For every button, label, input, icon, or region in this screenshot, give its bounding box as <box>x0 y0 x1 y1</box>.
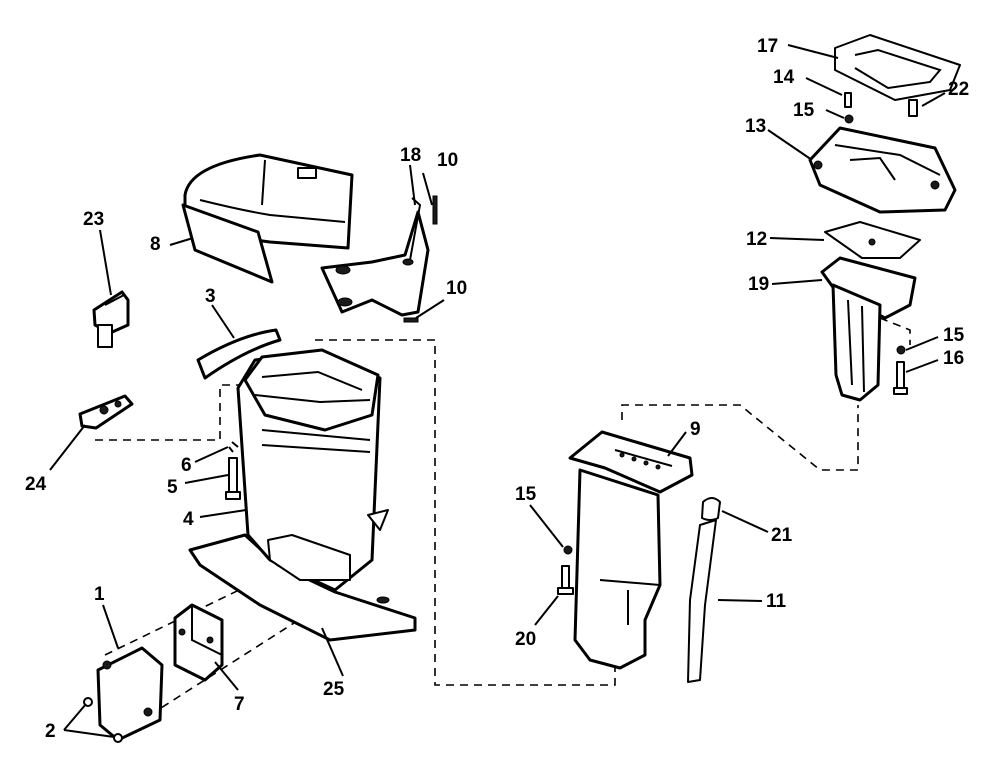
part-17-gasket <box>834 34 961 101</box>
callout-labels: 17 14 15 22 13 12 19 15 16 9 21 11 15 20… <box>25 36 969 742</box>
part-15-washer-mid <box>896 345 906 355</box>
callout-9: 9 <box>690 419 701 440</box>
guide-line-9-19 <box>621 404 859 471</box>
part-9-exhaust-tube <box>568 430 694 670</box>
callout-12: 12 <box>746 229 767 250</box>
part-1-plate <box>96 646 164 742</box>
part-19-mount <box>820 256 917 402</box>
callout-2: 2 <box>45 721 56 742</box>
part-8-cover <box>181 153 354 284</box>
leader-lines <box>49 44 946 738</box>
callout-16: 16 <box>943 348 964 369</box>
part-24-gasket <box>78 394 134 430</box>
callout-17: 17 <box>757 36 778 57</box>
part-11-hose <box>687 519 717 683</box>
guide-line-24 <box>95 384 245 441</box>
guide-line-15-19 <box>879 317 911 345</box>
callout-15a: 15 <box>793 100 815 121</box>
callout-14: 14 <box>773 67 795 88</box>
part-10-screw-upper <box>432 195 438 225</box>
callout-18: 18 <box>400 145 421 166</box>
part-22-pin <box>908 99 918 117</box>
callout-22: 22 <box>948 79 969 100</box>
callout-3: 3 <box>205 286 216 307</box>
part-13-adapter <box>808 126 957 214</box>
callout-5: 5 <box>167 477 178 498</box>
callout-7: 7 <box>234 694 245 715</box>
callout-23: 23 <box>83 209 104 230</box>
guide-line-1-7 <box>149 599 331 716</box>
callout-10b: 10 <box>446 278 467 299</box>
part-15-washer-upper <box>844 114 854 124</box>
part-21-grommet <box>701 497 721 521</box>
callout-15b: 15 <box>943 325 965 346</box>
part-12-gasket <box>824 221 921 259</box>
callout-10a: 10 <box>437 150 458 171</box>
part-16-screw <box>893 361 908 395</box>
part-7-block <box>173 603 224 682</box>
part-15-washer-lower <box>563 545 573 555</box>
guide-line-main <box>315 339 616 686</box>
part-23-bracket <box>92 290 130 348</box>
part-2-screw-lower <box>113 733 123 743</box>
part-10-screw-lower <box>403 317 419 323</box>
callout-4: 4 <box>183 509 194 530</box>
callout-19: 19 <box>748 274 769 295</box>
callout-25: 25 <box>323 679 345 700</box>
callout-11: 11 <box>766 591 787 612</box>
callout-21: 21 <box>771 525 793 546</box>
part-4-exhaust-housing <box>188 348 417 642</box>
callout-24: 24 <box>25 474 47 495</box>
callout-1: 1 <box>94 584 105 605</box>
callout-6: 6 <box>181 455 192 476</box>
part-14-screw <box>844 92 852 108</box>
callout-15c: 15 <box>515 484 537 505</box>
part-5-screw <box>225 457 241 500</box>
callout-20: 20 <box>515 629 536 650</box>
part-3-seal <box>196 328 282 380</box>
part-6-washer <box>228 441 239 453</box>
callout-13: 13 <box>745 116 766 137</box>
part-20-screw <box>557 565 574 595</box>
part-18-bracket <box>320 197 430 317</box>
callout-8: 8 <box>150 234 161 255</box>
